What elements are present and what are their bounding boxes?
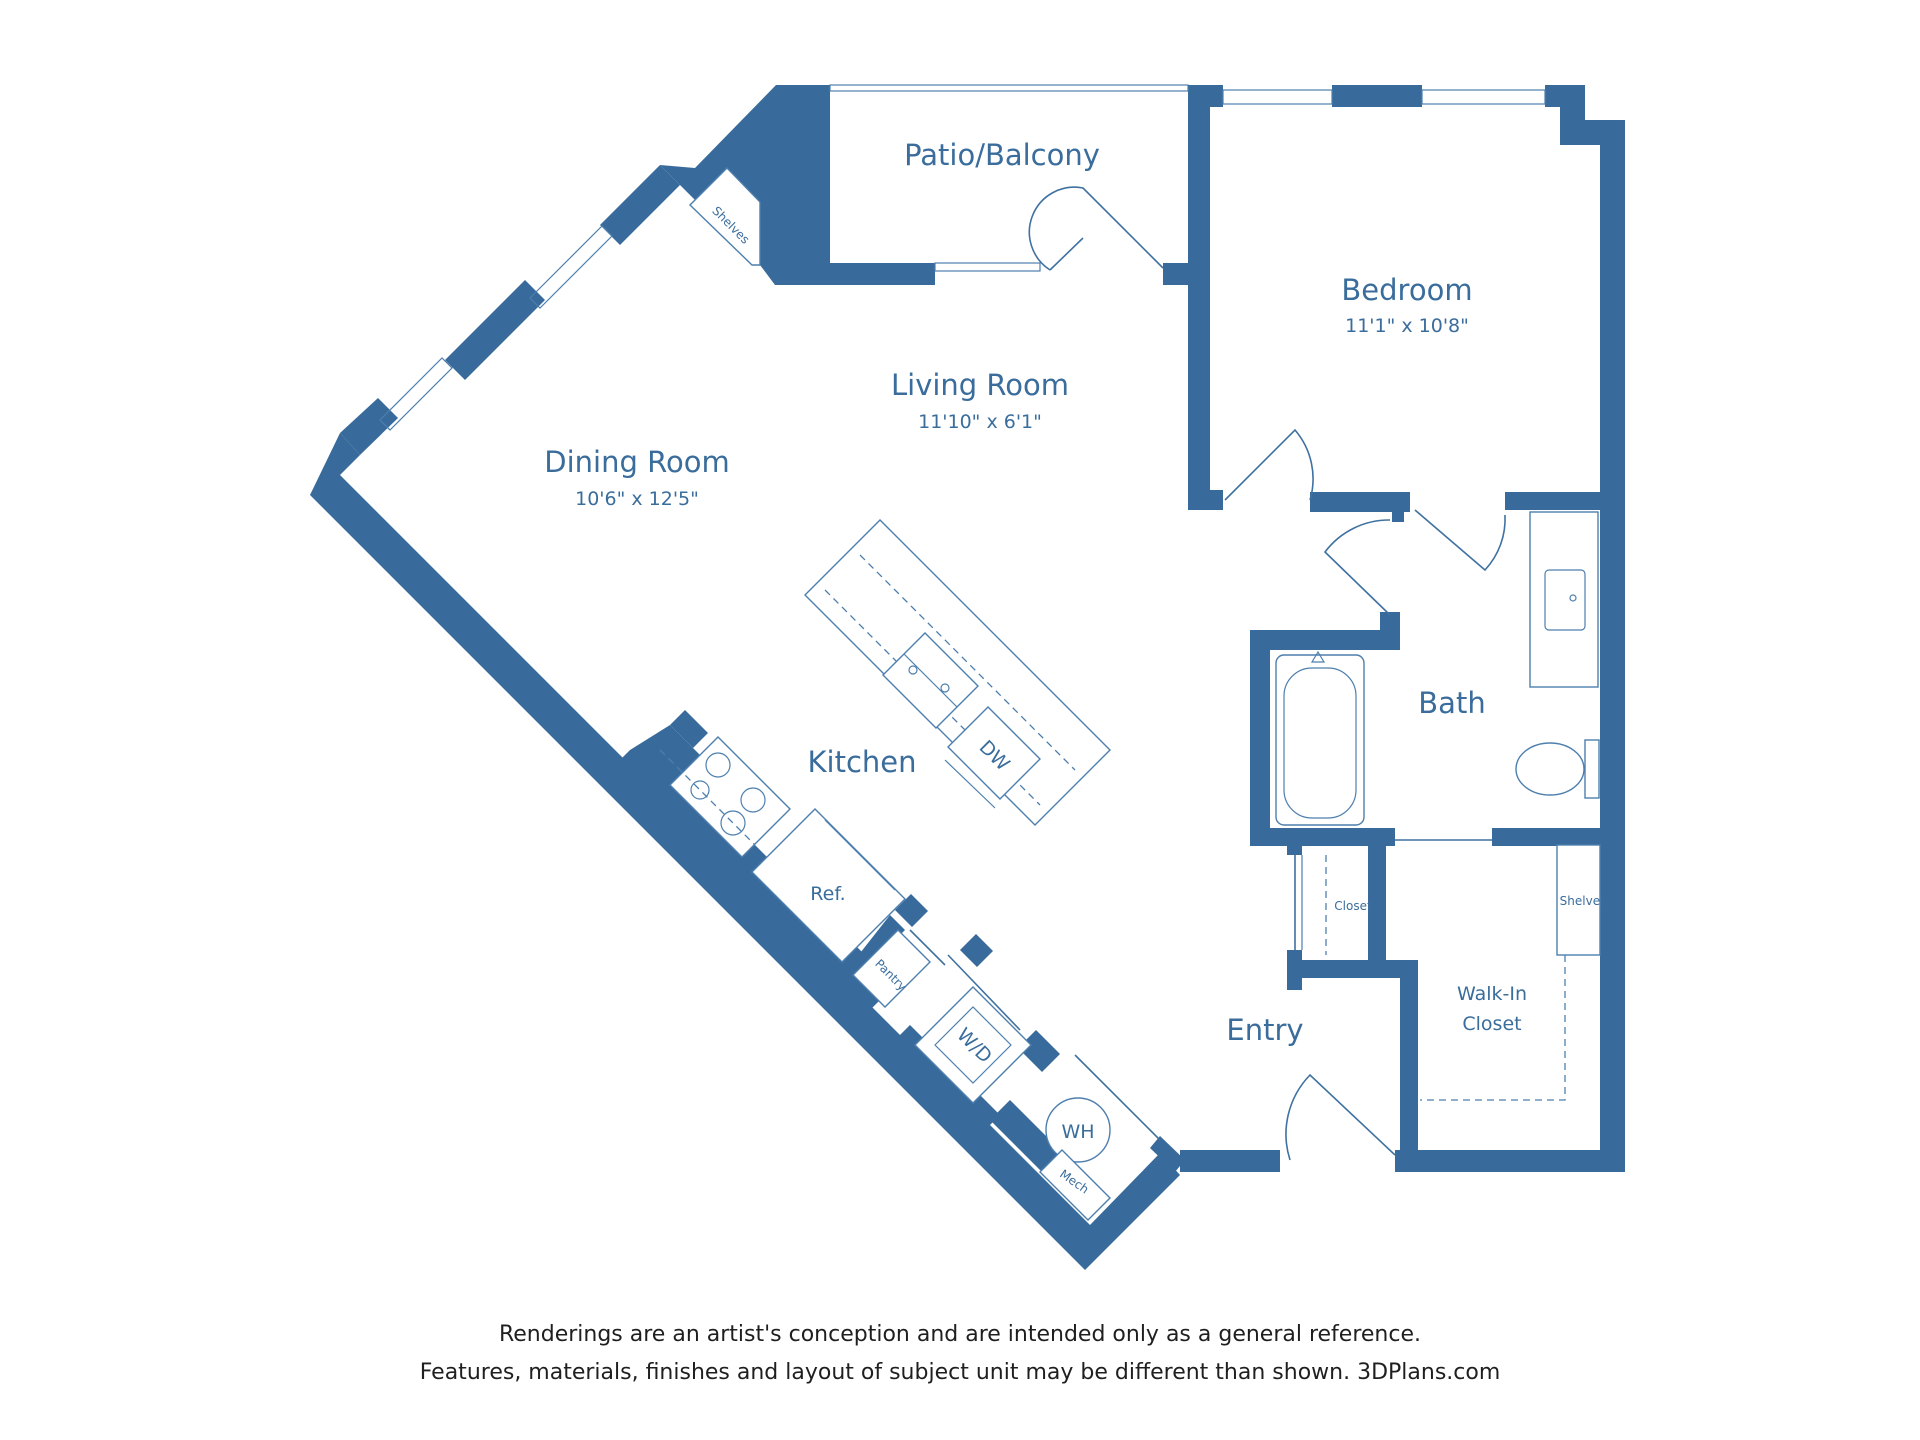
range <box>669 736 791 858</box>
wall-wd-top <box>960 934 993 967</box>
vanity-drain <box>1569 594 1577 602</box>
wall-bottom-right <box>1395 1150 1625 1172</box>
door-mech <box>1074 1054 1161 1141</box>
burner-1 <box>705 752 731 778</box>
wall-bath-top <box>1250 630 1400 650</box>
burner-3 <box>690 780 710 800</box>
wall-walkin-left <box>1400 960 1418 1150</box>
door-laundry <box>947 954 1021 1031</box>
shelves-label-right: Shelves <box>1560 894 1607 908</box>
disclaimer-line-2: Features, materials, finishes and layout… <box>419 1360 1501 1385</box>
wall-closet-bottom <box>1287 960 1417 978</box>
window-diag-2 <box>529 225 613 309</box>
room-kitchen-label: Kitchen <box>808 745 917 779</box>
room-bedroom-dims: 11'1" x 10'8" <box>1345 315 1469 337</box>
wall-bath-bottom <box>1250 828 1395 846</box>
wh-label: WH <box>1061 1121 1094 1143</box>
refrigerator <box>751 808 906 963</box>
washer-dryer <box>914 986 1032 1104</box>
toilet-tank <box>1584 739 1600 799</box>
window-bedroom-2 <box>1421 89 1546 105</box>
room-bedroom-label: Bedroom <box>1341 273 1472 307</box>
dw-handle <box>944 759 996 809</box>
shelves-corner <box>689 167 761 266</box>
window-patio-door <box>934 262 1041 272</box>
wall-pantry-right <box>895 894 928 927</box>
sink-drain-1 <box>908 665 918 675</box>
room-living-dims: 11'10" x 6'1" <box>918 411 1042 433</box>
wall-closet-left-top <box>1287 843 1302 855</box>
wall-bedroom-left-cap <box>1188 490 1223 510</box>
room-living-label: Living Room <box>891 368 1069 402</box>
ref-label: Ref. <box>810 883 845 905</box>
room-bath-label: Bath <box>1418 686 1485 720</box>
wall-wedge-low <box>760 265 832 285</box>
wall-bedroom-left <box>1188 95 1210 510</box>
burner-2 <box>740 787 766 813</box>
closet-label: Closet <box>1334 899 1372 913</box>
wall-right <box>1600 120 1625 1170</box>
tub-faucet <box>1310 650 1326 663</box>
door-walkin <box>1414 509 1506 572</box>
door-bedroom <box>1224 428 1314 501</box>
bathtub-inner <box>1283 667 1357 819</box>
door-pantry <box>909 929 946 966</box>
ref-door <box>824 819 896 891</box>
door-entry <box>1285 1073 1396 1161</box>
door-bath <box>1323 519 1391 616</box>
toilet-bowl <box>1515 742 1585 796</box>
windows <box>379 84 1546 431</box>
wall-patio-right-stub <box>1163 263 1195 285</box>
burner-4 <box>720 810 746 836</box>
wall-bath-left <box>1250 630 1270 845</box>
wall-kitchen-stub <box>670 710 708 748</box>
wall-diagonal-upper-3 <box>600 165 680 245</box>
wall-closet-right <box>1368 840 1386 965</box>
room-patio-label: Patio/Balcony <box>904 138 1100 172</box>
wall-mech-right <box>1150 1136 1185 1172</box>
wall-bottom-mid <box>1180 1150 1280 1172</box>
room-walkin-label-2: Closet <box>1462 1013 1521 1035</box>
fixtures <box>659 167 1601 1221</box>
room-walkin-label-1: Walk-In <box>1457 983 1527 1005</box>
room-dining-label: Dining Room <box>544 445 729 479</box>
walkin-shelves <box>1556 844 1601 956</box>
wall-bedroom-bottom-mid <box>1310 492 1410 512</box>
pantry <box>852 929 931 1008</box>
vanity <box>1529 511 1599 688</box>
island-counter-line-1 <box>859 554 1076 771</box>
wall-mech <box>1018 1030 1060 1072</box>
window-bedroom-1 <box>1222 89 1333 105</box>
wall-bath-bottom-right <box>1492 828 1605 846</box>
wall-diagonal-upper <box>340 398 398 455</box>
window-patio <box>829 84 1189 92</box>
wall-patio-bottom <box>830 263 935 285</box>
wall-bath-top-stub <box>1380 612 1400 650</box>
dishwasher <box>947 706 1041 800</box>
room-dining-dims: 10'6" x 12'5" <box>575 488 699 510</box>
room-entry-label: Entry <box>1226 1013 1303 1047</box>
wall-bedroom-bottom-stub <box>1392 492 1404 522</box>
mech-box <box>1039 1149 1111 1221</box>
window-diag-1 <box>379 357 453 431</box>
wd-inner <box>934 1006 1012 1084</box>
walkin-rod <box>1420 955 1566 1101</box>
wall-diagonal-upper-2 <box>445 280 545 380</box>
island-sink-divider <box>903 653 958 708</box>
doors <box>909 186 1506 1161</box>
sink-drain-2 <box>940 683 950 693</box>
vanity-sink <box>1544 569 1586 631</box>
water-heater <box>1045 1097 1111 1163</box>
wall-wedge <box>660 85 830 265</box>
disclaimer-line-1: Renderings are an artist's conception an… <box>498 1322 1422 1347</box>
wall-top-2 <box>1332 85 1422 107</box>
door-patio <box>1028 186 1164 271</box>
counter-back <box>659 749 756 846</box>
labels: Patio/Balcony Bedroom 11'1" x 10'8" Livi… <box>544 138 1606 1197</box>
wall-wd <box>890 1025 1000 1135</box>
wall-bedroom-bottom-right <box>1505 492 1605 510</box>
